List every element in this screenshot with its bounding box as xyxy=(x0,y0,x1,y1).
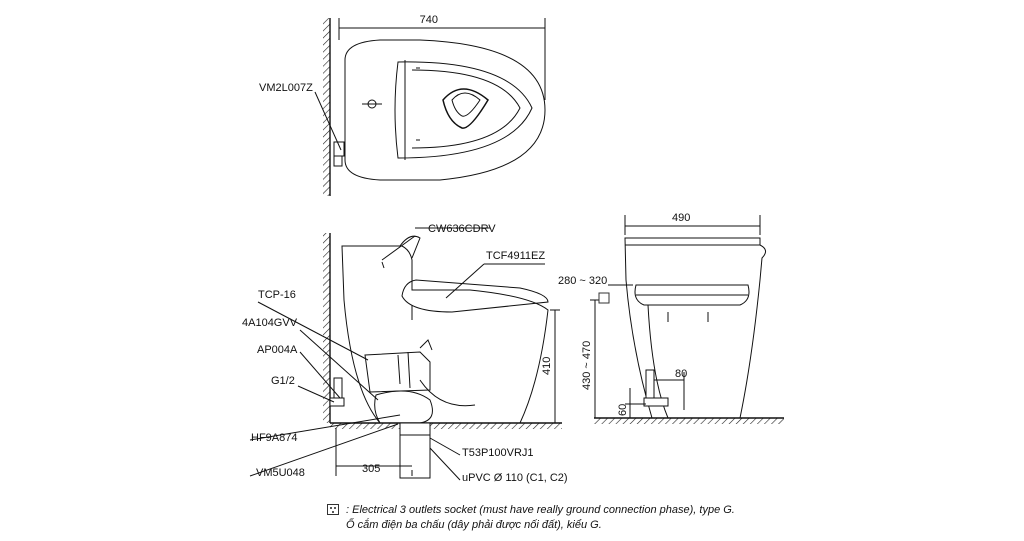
label-4a104gvv: 4A104GVV xyxy=(242,317,298,329)
front-view xyxy=(590,215,784,424)
dim-410-label: 410 xyxy=(541,357,553,375)
label-vm5u048: VM5U048 xyxy=(256,467,305,479)
top-bowl-opening xyxy=(442,88,489,129)
front-body-outline xyxy=(624,237,766,419)
dim-60-label: 60 xyxy=(617,404,629,416)
front-angle-valve xyxy=(645,369,655,401)
dim-80-label: 80 xyxy=(675,368,687,380)
side-internal-pipes xyxy=(397,351,411,389)
side-angle-valve xyxy=(333,377,343,401)
leader-ap004a xyxy=(299,351,341,399)
side-internal-trap xyxy=(364,351,431,393)
top-seat-outline xyxy=(394,61,533,159)
leader-hf9a874 xyxy=(249,414,401,441)
leader-vm2l007z xyxy=(314,91,342,151)
top-view xyxy=(314,18,546,196)
front-seat xyxy=(634,284,750,306)
front-socket-symbol xyxy=(598,292,610,304)
note-electrical-en: : Electrical 3 outlets socket (must have… xyxy=(346,504,735,516)
note-electrical-vi: Ổ cắm điện ba chấu (dây phải được nối đấ… xyxy=(346,519,602,531)
label-hf9a874: HF9A874 xyxy=(251,432,297,444)
side-valve-base xyxy=(329,397,345,407)
leader-vm5u048 xyxy=(249,423,399,477)
side-seat xyxy=(401,279,549,313)
dim-305-label: 305 xyxy=(362,463,380,475)
label-cw636cdrv: CW636CDRV xyxy=(428,223,496,235)
side-outlet xyxy=(374,390,433,424)
front-floor-hatch xyxy=(594,418,784,424)
side-drain-pipe xyxy=(399,422,431,479)
side-hose xyxy=(419,379,476,407)
side-tank-mark xyxy=(381,261,385,269)
label-ap004a: AP004A xyxy=(257,344,298,356)
leader-4a104gvv xyxy=(299,329,379,401)
label-g12: G1/2 xyxy=(271,375,295,387)
label-tcf4911ez: TCF4911EZ xyxy=(486,250,545,262)
dim-280-label: 280 ~ 320 xyxy=(558,275,607,287)
dim-740-label: 740 xyxy=(420,14,438,26)
side-tank-lid xyxy=(399,235,421,259)
top-bowl-opening-inner xyxy=(451,92,481,117)
label-upvc: uPVC Ø 110 (C1, C2) xyxy=(462,472,568,484)
label-t53p100vrj1: T53P100VRJ1 xyxy=(462,447,534,459)
side-view xyxy=(249,227,562,481)
dim-490-label: 490 xyxy=(672,212,690,224)
leader-tcf4911ez xyxy=(445,263,485,299)
top-bowl-outline xyxy=(344,39,546,181)
leader-g12 xyxy=(297,385,335,403)
leader-tcp16 xyxy=(257,301,369,361)
dim-socket-label: 430 ~ 470 xyxy=(581,341,593,390)
leader-upvc xyxy=(429,447,461,481)
side-internal-handle xyxy=(419,339,433,351)
leader-cw636cdrv xyxy=(381,235,416,261)
socket-icon xyxy=(327,504,339,515)
top-wall-hatch xyxy=(323,18,330,196)
top-angle-valve xyxy=(333,141,345,157)
side-floor-hatch xyxy=(330,423,562,429)
side-wall-hatch xyxy=(323,233,330,423)
label-vm2l007z: VM2L007Z xyxy=(259,82,313,94)
leader-t53p100vrj1 xyxy=(429,437,461,456)
front-inner-curve xyxy=(647,304,669,419)
label-tcp16: TCP-16 xyxy=(258,289,296,301)
top-valve-body xyxy=(333,155,343,167)
side-toilet-body xyxy=(341,245,549,424)
front-valve-base xyxy=(643,397,669,407)
top-seat-inner xyxy=(411,69,521,149)
